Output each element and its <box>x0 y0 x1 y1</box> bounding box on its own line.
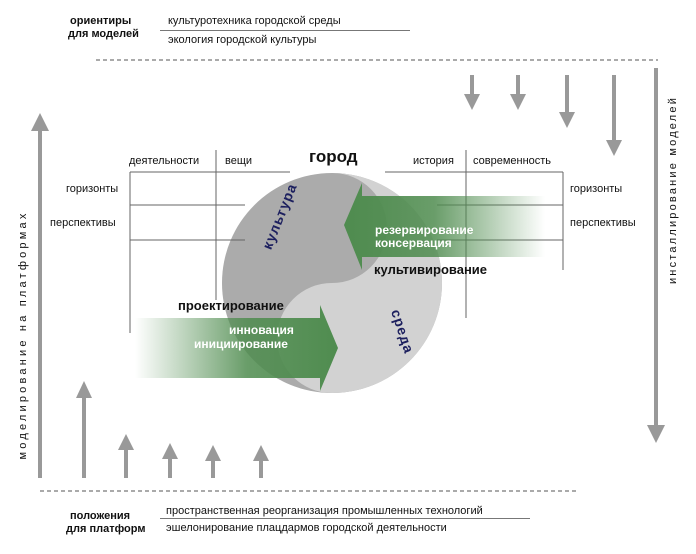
right-grid-row1: горизонты <box>570 183 623 195</box>
center-title: город <box>309 147 358 166</box>
right-arrow-line1: резервирование <box>375 223 474 237</box>
footer-item-2: эшелонирование плацдармов городской деят… <box>166 522 447 534</box>
right-arrow-caption: культивирование <box>374 262 488 277</box>
right-green-arrow <box>344 183 545 270</box>
right-vertical-text-group: инсталлирование моделей <box>667 96 679 284</box>
right-vertical-text: инсталлирование моделей <box>667 96 679 284</box>
footer-title-line2: для платформ <box>66 523 146 535</box>
bottom-up-arrows <box>76 381 269 478</box>
right-grid-col1: история <box>413 155 454 167</box>
left-vertical-text: моделирование на платформах <box>17 210 29 459</box>
left-grid <box>129 150 290 333</box>
top-down-arrows <box>464 75 622 156</box>
right-grid-col2: современность <box>473 155 552 167</box>
left-arrow-line2: инициирование <box>194 337 288 351</box>
header-underline <box>160 30 410 31</box>
right-grid-row2: перспективы <box>570 217 636 229</box>
left-grid-row2: перспективы <box>50 217 116 229</box>
footer-item-1: пространственная реорганизация промышлен… <box>166 505 483 517</box>
left-grid-col2: вещи <box>225 155 253 167</box>
left-grid-row1: горизонты <box>66 183 119 195</box>
footer-title-line1: положения <box>70 510 131 522</box>
right-arrow-line2: консервация <box>375 236 452 250</box>
left-arrow-caption: проектирование <box>178 298 284 313</box>
left-vertical-text-group: моделирование на платформах <box>17 210 29 459</box>
footer-underline <box>160 518 530 519</box>
header-title-line1: ориентиры <box>70 15 132 27</box>
right-tall-down-arrow <box>647 68 665 443</box>
left-arrow-line1: инновация <box>229 323 294 337</box>
left-grid-col1: деятельности <box>129 155 200 167</box>
left-tall-up-arrow <box>31 113 49 478</box>
header-item-1: культуротехника городской среды <box>168 15 341 27</box>
header-item-2: экология городской культуры <box>168 34 317 46</box>
left-green-arrow <box>135 305 338 391</box>
header-title-line2: для моделей <box>68 28 139 40</box>
